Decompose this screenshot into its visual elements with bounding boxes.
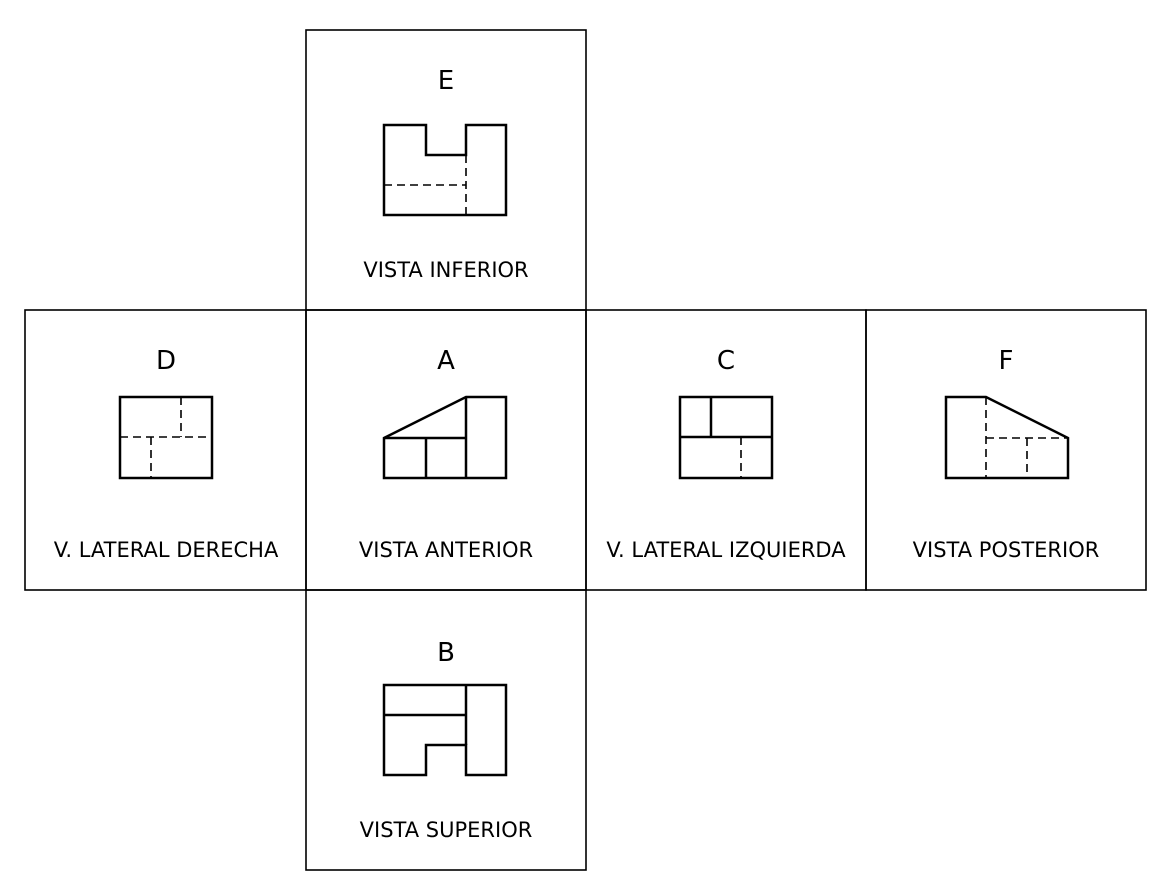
front-view-outline: [382, 395, 508, 480]
view-caption: V. LATERAL DERECHA: [54, 538, 279, 562]
hidden-lines: [985, 397, 1068, 478]
panel-frame-vista-superior: [305, 589, 587, 871]
view-caption: VISTA INFERIOR: [363, 258, 528, 282]
hidden-lines: [120, 397, 212, 478]
panel-frame-vista-posterior: [865, 309, 1147, 591]
view-letter: D: [156, 346, 176, 376]
view-caption: VISTA ANTERIOR: [359, 538, 533, 562]
view-letter: A: [437, 346, 455, 376]
panel-lateral-derecha: D V. LATERAL DERECHA: [54, 346, 279, 562]
left-side-view-outline: [678, 395, 774, 480]
panel-vista-anterior: A VISTA ANTERIOR: [359, 346, 533, 562]
panel-vista-inferior: E VISTA INFERIOR: [363, 66, 528, 282]
rear-view-outline: [944, 395, 1070, 480]
view-caption: VISTA SUPERIOR: [360, 818, 533, 842]
view-letter: E: [438, 66, 454, 96]
view-caption: V. LATERAL IZQUIERDA: [606, 538, 846, 562]
view-letter: B: [437, 638, 455, 668]
top-view-outline: [382, 683, 508, 777]
panel-lateral-izquierda: C V. LATERAL IZQUIERDA: [606, 346, 846, 562]
hidden-lines: [384, 155, 467, 215]
view-caption: VISTA POSTERIOR: [913, 538, 1100, 562]
view-letter: C: [717, 346, 735, 376]
bottom-view-outline: [382, 123, 508, 217]
panel-frames: [24, 29, 1147, 871]
view-letter: F: [999, 346, 1014, 376]
panel-vista-superior: B VISTA SUPERIOR: [360, 638, 533, 842]
panel-vista-posterior: F VISTA POSTERIOR: [913, 346, 1100, 562]
